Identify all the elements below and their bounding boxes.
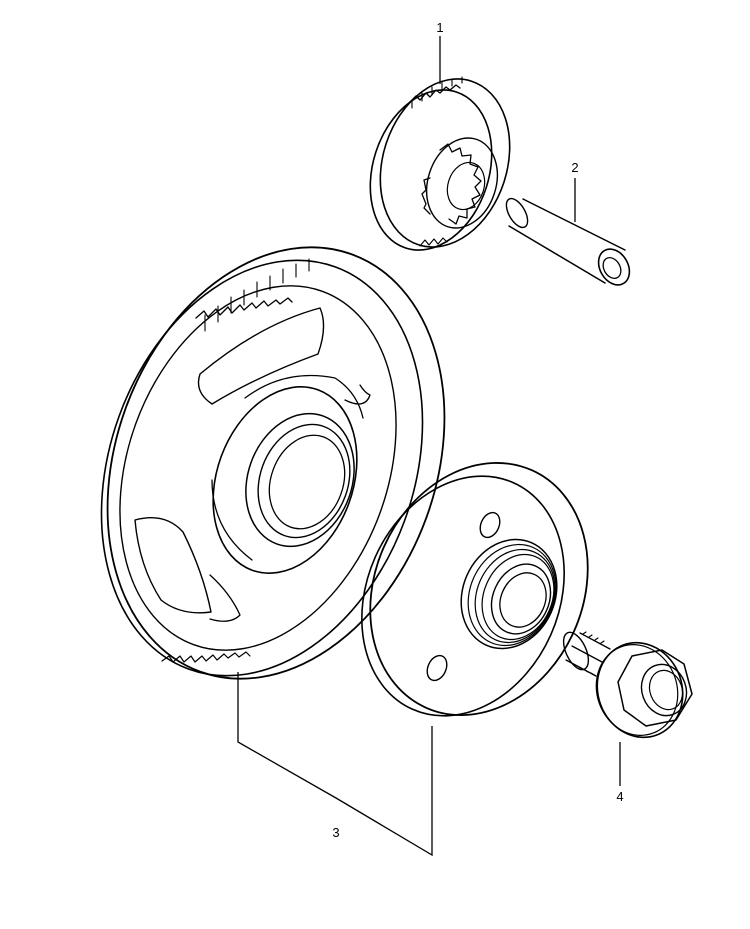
callout-4: 4 [616, 789, 623, 804]
callout-2: 2 [571, 160, 578, 175]
callout-3: 3 [332, 825, 339, 840]
leader-bracket-3 [237, 672, 433, 857]
part-3-large-gear [100, 246, 446, 680]
part-2-shaft [505, 197, 631, 286]
part-3-clutch-housing [361, 462, 589, 717]
part-4-flange-bolt [562, 631, 693, 739]
callout-1: 1 [436, 20, 443, 35]
part-1-small-gear [369, 76, 511, 251]
